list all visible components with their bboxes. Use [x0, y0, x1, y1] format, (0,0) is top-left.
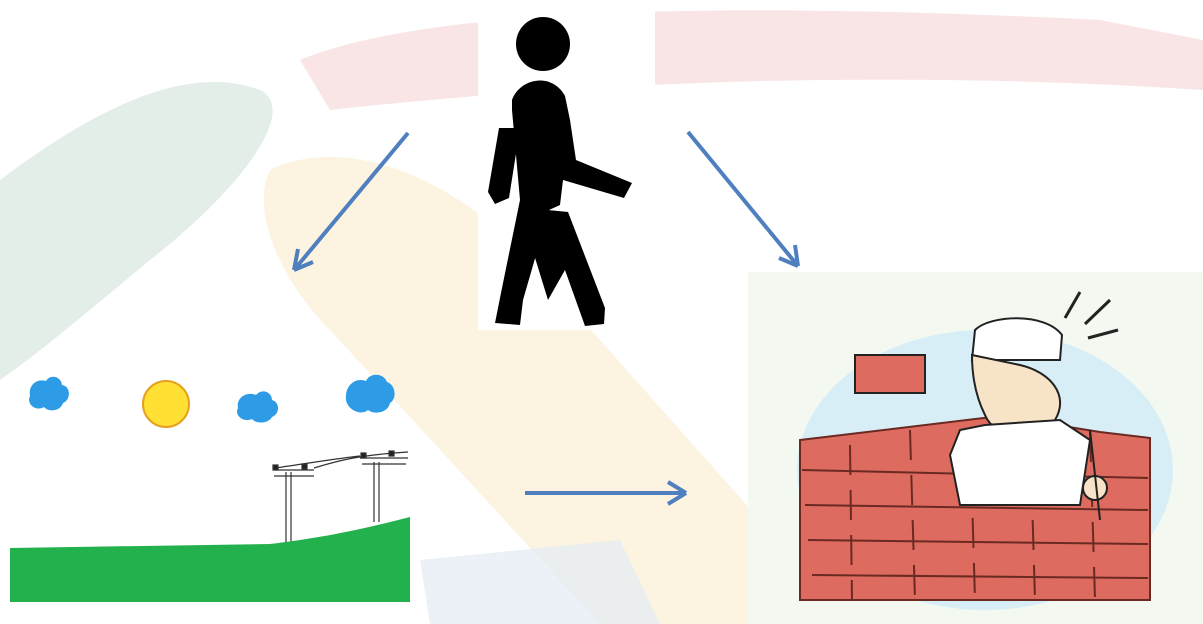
cloud-icon: [29, 376, 69, 411]
grass-hill-icon: [10, 517, 410, 602]
sun-icon: [142, 380, 190, 428]
cloud-icon: [345, 374, 395, 413]
utility-pole-icon: [272, 450, 409, 545]
cloud-icon: [237, 391, 278, 423]
arrow-person-to-bricklayer: [686, 130, 800, 268]
arrow-landscape-to-bricklayer: [525, 480, 688, 506]
arrow-person-to-landscape: [292, 131, 410, 272]
